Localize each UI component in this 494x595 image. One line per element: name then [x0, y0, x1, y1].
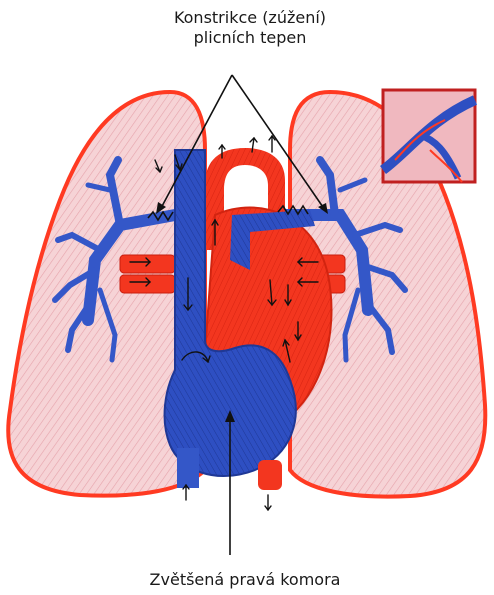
descending-aorta [258, 460, 282, 490]
inferior-vena-cava [177, 448, 199, 488]
enlarged-ventricle-label: Zvětšená pravá komora [100, 570, 390, 590]
inset-magnifier [383, 90, 475, 182]
